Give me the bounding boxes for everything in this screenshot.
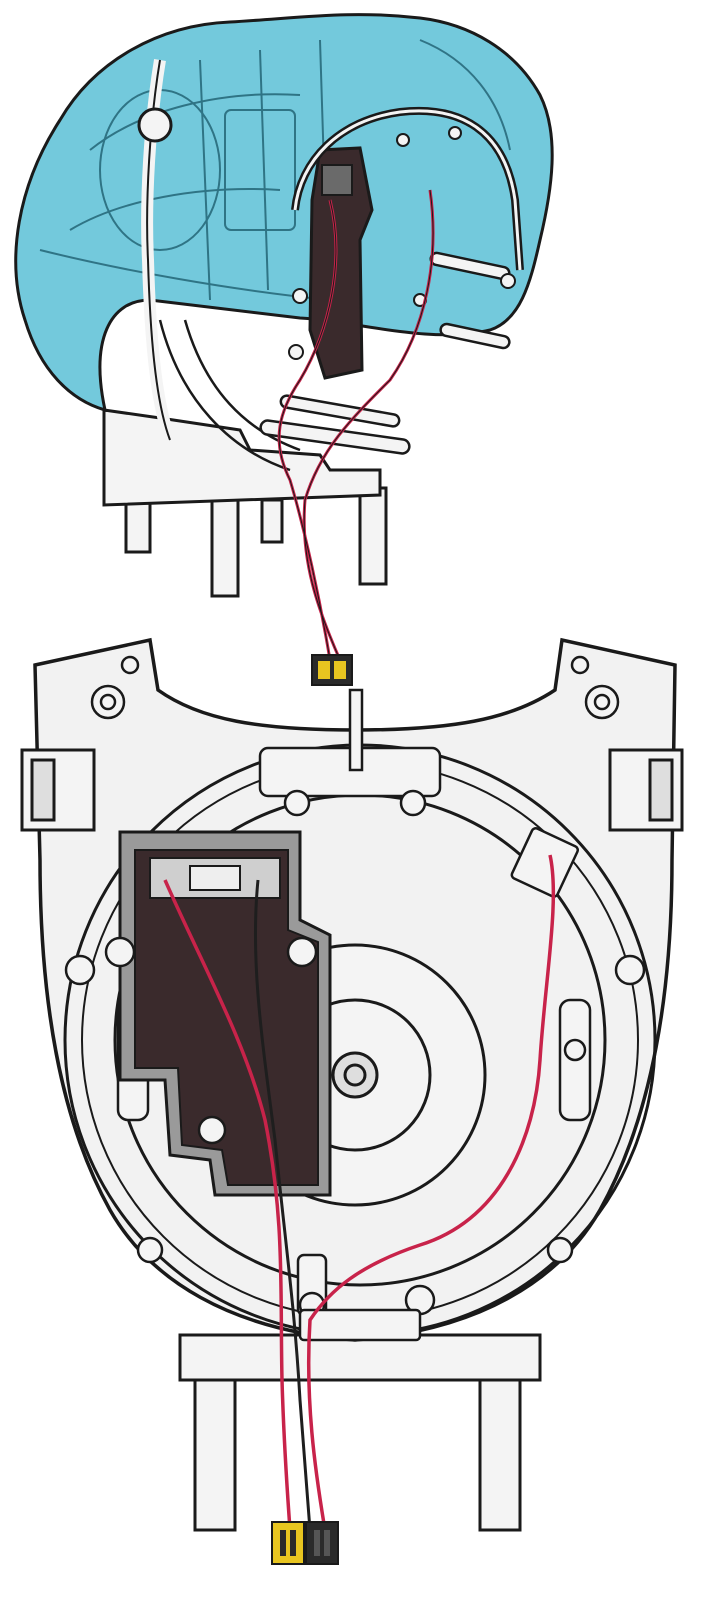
round-fastener bbox=[139, 109, 171, 141]
base-plate-assembly bbox=[22, 640, 682, 1530]
upper-housing-frame bbox=[104, 410, 380, 505]
base-footing bbox=[180, 1335, 540, 1380]
wire-connector-top bbox=[312, 655, 352, 685]
top-latch-bracket bbox=[260, 690, 440, 815]
upper-housing-assembly bbox=[16, 15, 552, 660]
wire-connector-bottom bbox=[272, 1522, 338, 1564]
base-plate-legs bbox=[195, 1370, 520, 1530]
